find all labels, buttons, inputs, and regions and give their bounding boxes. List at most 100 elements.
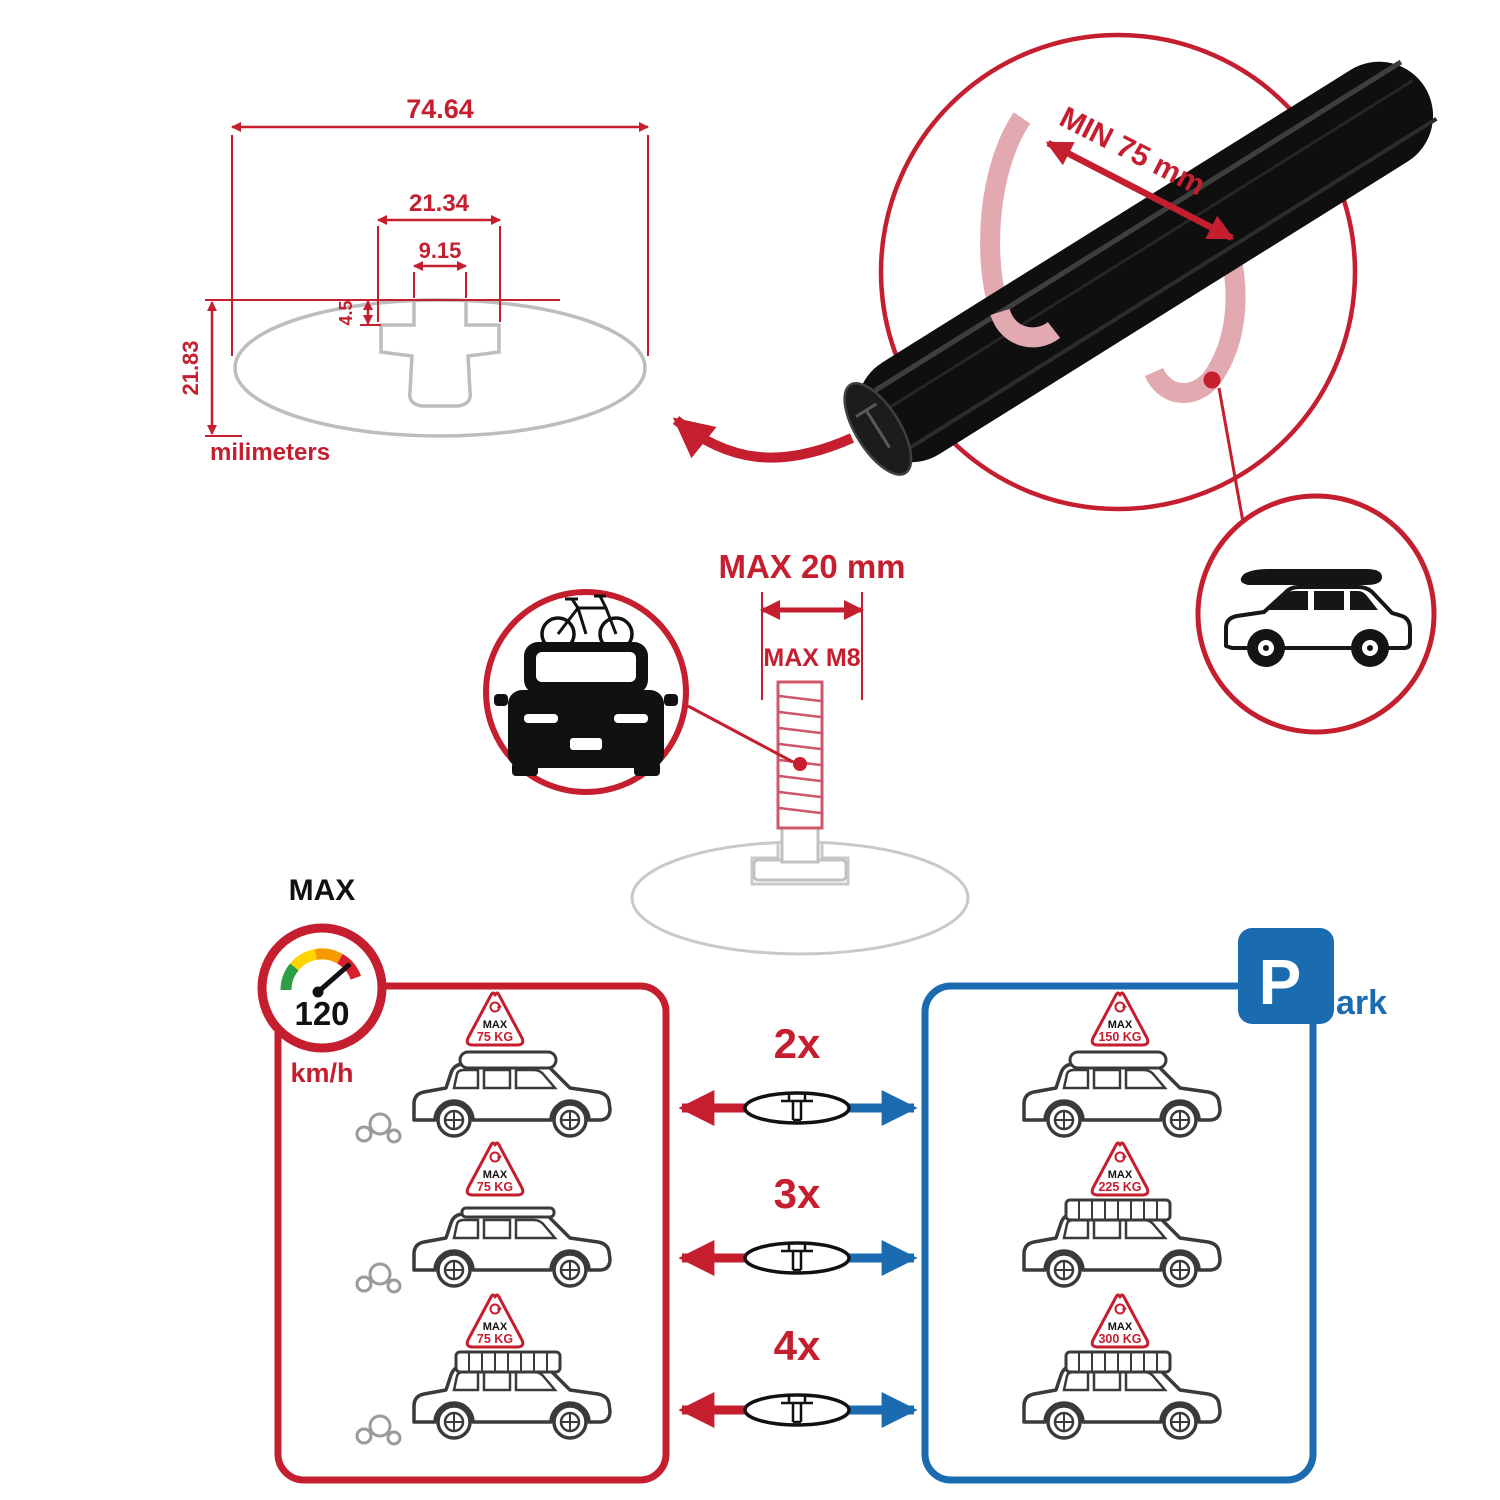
sign-load-value: 75 KG <box>477 1030 513 1044</box>
suv-with-roofbox-icon <box>1224 569 1412 667</box>
exhaust-smoke <box>355 1414 402 1446</box>
dim-ext-21-83 <box>205 299 560 437</box>
suv-window-front <box>1268 591 1308 610</box>
clamp-left-hook <box>990 308 1061 348</box>
car-headlight-right <box>614 714 648 723</box>
parking-sign-icon <box>1238 928 1334 1024</box>
roof-cargo <box>458 1050 558 1070</box>
bar-count-label: 2x <box>774 1020 821 1067</box>
speed-gauge: MAX 120 km/h <box>257 874 387 1088</box>
bolt-shaft <box>776 680 824 830</box>
roof-cargo <box>454 1350 562 1374</box>
car-illustration <box>412 1212 612 1288</box>
sign-max-label: MAX <box>483 1321 508 1333</box>
car-mirror-right <box>664 694 678 706</box>
profile-icon <box>743 1241 851 1275</box>
car-illustration <box>1022 1212 1222 1288</box>
bar-count-row-2: 3x <box>678 1170 918 1276</box>
profile-icon <box>743 1393 851 1427</box>
bar-render: MIN 75 mm <box>843 32 1438 523</box>
roof-box <box>1240 569 1382 585</box>
car-plate <box>570 738 602 750</box>
render-circle <box>878 32 1358 512</box>
sign-max-label: MAX <box>1108 1321 1133 1333</box>
bar-count-row-3: 4x <box>678 1322 918 1428</box>
bolt-leader-line <box>687 704 794 764</box>
sign-max-label: MAX <box>1108 1019 1133 1031</box>
driving-box <box>274 982 670 1484</box>
parking-box <box>921 982 1317 1484</box>
units-label: milimeters <box>210 439 330 466</box>
speedometer-icon <box>280 948 361 998</box>
parked-car-2: MAX 225 KG <box>1022 1141 1222 1288</box>
profile-outline <box>233 298 647 438</box>
speed-max-label: MAX <box>289 874 356 907</box>
hammer-bolt-icon <box>752 680 848 882</box>
sign-max-label: MAX <box>483 1019 508 1031</box>
profile-slot-outline <box>379 300 501 408</box>
car-illustration <box>1022 1062 1222 1138</box>
suv-window-mid <box>1314 591 1344 610</box>
bar-count-label: 3x <box>774 1170 821 1217</box>
parking-suffix: ark <box>1336 984 1387 1022</box>
gauge-needle <box>316 962 352 994</box>
max-thread-label: MAX M8 <box>763 644 860 672</box>
load-sign: MAX 75 KG <box>465 1141 525 1197</box>
min-span-arrow <box>1045 140 1235 241</box>
exhaust-smoke <box>355 1112 402 1144</box>
bar-count-row-1: 2x <box>678 1020 918 1126</box>
sign-load-value: 75 KG <box>477 1180 513 1194</box>
dim-21-34: 21.34 <box>409 190 470 217</box>
roof-cargo <box>1068 1050 1168 1070</box>
dim-74-64: 74.64 <box>406 94 474 124</box>
cross-section-drawing: 74.64 21.34 9.15 4.5 21.83 milimeters <box>178 94 650 466</box>
speed-value: 120 <box>294 995 349 1032</box>
suv-window-rear <box>1350 591 1378 610</box>
exhaust-smoke <box>355 1262 402 1294</box>
sign-max-label: MAX <box>483 1169 508 1181</box>
load-sign: MAX 150 KG <box>1090 991 1150 1047</box>
dim-ext-74-64 <box>231 135 649 356</box>
load-sign: MAX 225 KG <box>1090 1141 1150 1197</box>
bolt-diagram: MAX 20 mm MAX M8 <box>483 548 970 956</box>
sign-load-value: 75 KG <box>477 1332 513 1346</box>
bolt-dot <box>793 757 807 771</box>
car-mirror-left <box>494 694 508 706</box>
clamp-leader-line <box>1217 387 1245 523</box>
parking-sign: P ark <box>1238 928 1387 1024</box>
parked-car-1: MAX 150 KG <box>1022 991 1222 1138</box>
car-wheel-right <box>634 762 660 776</box>
driving-car-3: MAX 75 KG <box>355 1293 612 1446</box>
profile-icon <box>743 1091 851 1125</box>
roof-cargo <box>460 1206 556 1219</box>
clamp-left-icon <box>980 112 1031 316</box>
load-sign: MAX 75 KG <box>465 991 525 1047</box>
roof-cargo <box>1064 1350 1172 1374</box>
driving-car-1: MAX 75 KG <box>355 991 612 1144</box>
max-width-label: MAX 20 mm <box>718 548 905 585</box>
dim-21-83: 21.83 <box>178 340 203 395</box>
suv-circle <box>1195 493 1437 735</box>
sign-load-value: 150 KG <box>1098 1030 1141 1044</box>
suv-wheel-front <box>1247 629 1285 667</box>
car-front-with-bike-icon <box>494 642 678 776</box>
gauge-hub <box>312 986 324 998</box>
driving-car-2: MAX 75 KG <box>355 1141 612 1294</box>
dim-4-5: 4.5 <box>336 300 356 325</box>
pointer-arrow-to-drawing <box>672 416 855 463</box>
car-wheel-left <box>512 762 538 776</box>
car-front-circle <box>483 589 689 795</box>
bar-count-label: 4x <box>774 1322 821 1369</box>
sign-load-value: 300 KG <box>1098 1332 1141 1346</box>
car-headlight-left <box>524 714 558 723</box>
clamp-dot <box>1203 371 1221 389</box>
parking-letter: P <box>1259 946 1302 1018</box>
bolt-neck <box>780 826 820 864</box>
roof-cargo <box>1064 1198 1172 1222</box>
dim-ext-21-34 <box>377 226 501 322</box>
sign-load-value: 225 KG <box>1098 1180 1141 1194</box>
car-illustration <box>412 1062 612 1138</box>
load-sign: MAX 300 KG <box>1090 1293 1150 1349</box>
